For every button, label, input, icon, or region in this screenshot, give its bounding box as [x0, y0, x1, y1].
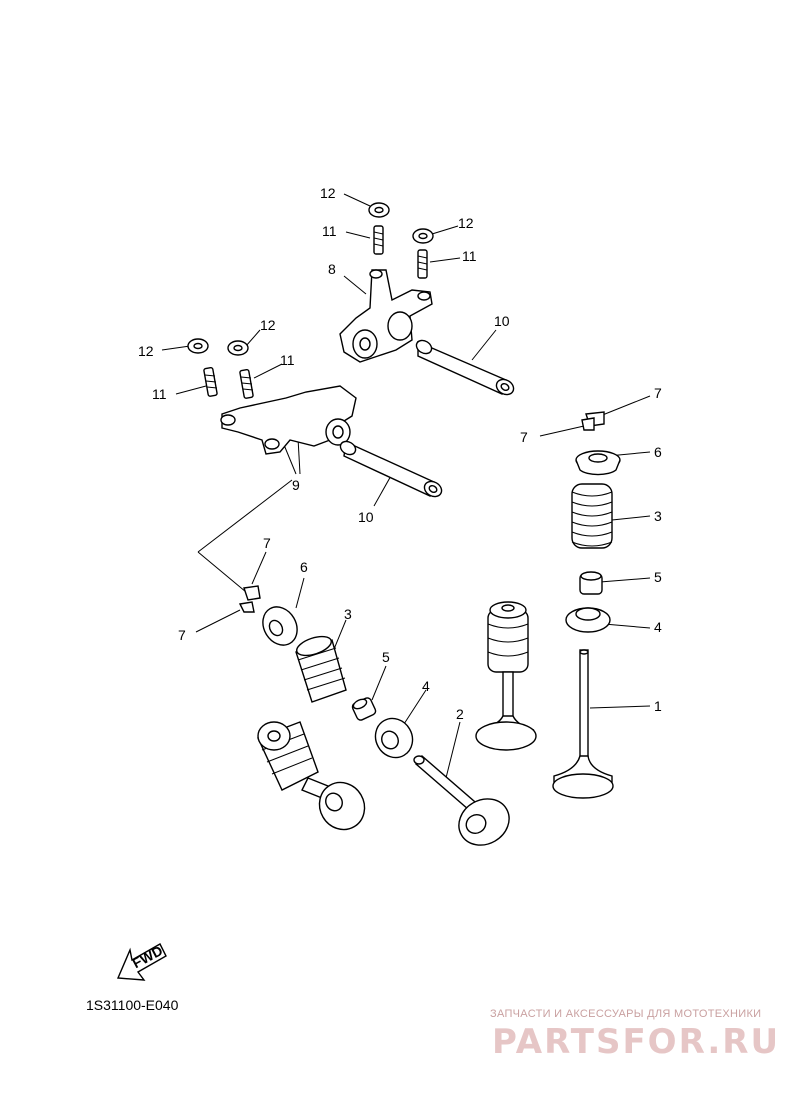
adjuster-screw-11-upper-left [373, 225, 384, 255]
lock-nut-12-lower-left [187, 338, 209, 354]
assembled-valve-left [257, 721, 366, 831]
callout-3: 3 [654, 508, 662, 524]
callout-4: 4 [654, 619, 662, 635]
document-code: 1S31100-E040 [86, 997, 179, 1013]
assembled-valve-center [475, 601, 537, 751]
adjuster-screw-11-lower-left [203, 366, 218, 397]
callout-7: 7 [263, 535, 271, 551]
spring-retainer-6-left [262, 606, 298, 646]
watermark-logo: PARTSFOR.RU [492, 1022, 781, 1062]
exhaust-valve-1 [552, 649, 614, 799]
callout-12: 12 [138, 343, 154, 359]
callout-11: 11 [280, 352, 295, 368]
callout-5: 5 [654, 569, 662, 585]
callout-12: 12 [260, 317, 276, 333]
callout-10: 10 [494, 313, 510, 329]
spring-seat-4-right [565, 607, 611, 633]
spring-seat-4-left [374, 717, 414, 759]
lock-nut-12-upper-left [368, 202, 390, 218]
rocker-shaft-10-upper [415, 339, 515, 396]
adjuster-screw-11-lower-right [239, 368, 254, 399]
lock-nut-12-upper-right [412, 228, 434, 244]
callout-6: 6 [300, 559, 308, 575]
callout-10: 10 [358, 509, 374, 525]
callout-11: 11 [322, 223, 337, 239]
valve-spring-3-right [571, 483, 613, 549]
valve-cotter-7-left [238, 585, 261, 613]
callout-3: 3 [344, 606, 352, 622]
callout-4: 4 [422, 678, 430, 694]
callout-12: 12 [320, 185, 336, 201]
callout-5: 5 [382, 649, 390, 665]
valve-stem-seal-5-left [351, 697, 377, 721]
callout-7: 7 [520, 429, 528, 445]
callout-numbers: 1 2 3 3 4 4 5 5 6 6 7 7 7 7 8 9 10 10 11… [138, 185, 662, 722]
callout-6: 6 [654, 444, 662, 460]
callout-9: 9 [292, 477, 300, 493]
spring-retainer-6-right [575, 450, 621, 476]
intake-valve-2 [413, 754, 510, 846]
adjuster-screw-11-upper-right [417, 249, 428, 279]
rocker-arm-8 [339, 269, 433, 363]
callout-1: 1 [654, 698, 662, 714]
valve-cotter-7-right [581, 411, 605, 431]
callout-11: 11 [462, 248, 477, 264]
callout-8: 8 [328, 261, 336, 277]
fwd-arrow-icon: FWD [116, 942, 167, 981]
callout-7: 7 [178, 627, 186, 643]
leader-lines [161, 193, 651, 787]
watermark-tagline: ЗАПЧАСТИ И АКСЕССУАРЫ ДЛЯ МОТОТЕХНИКИ [490, 1008, 762, 1020]
callout-11: 11 [152, 386, 167, 402]
valve-spring-3-left [295, 635, 347, 703]
callout-7: 7 [654, 385, 662, 401]
valve-stem-seal-5-right [579, 571, 603, 595]
rocker-arm-9 [220, 385, 357, 455]
callout-2: 2 [456, 706, 464, 722]
rocker-shaft-10-lower [339, 440, 443, 498]
lock-nut-12-lower-right [227, 340, 249, 356]
callout-12: 12 [458, 215, 474, 231]
